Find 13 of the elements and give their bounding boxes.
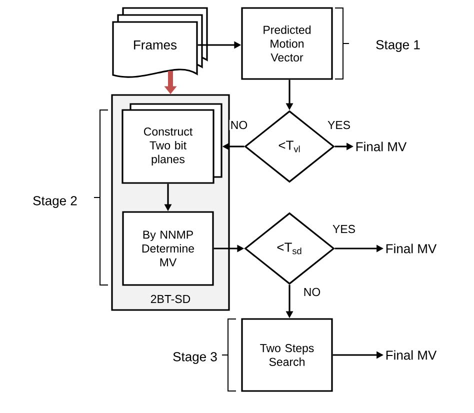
process-box: Construct Two bit planes — [122, 103, 222, 184]
result-text: Final MV — [386, 244, 437, 254]
stage-label: Stage 3 — [173, 352, 217, 364]
document-stack: Frames — [112, 7, 208, 78]
result-text: Final MV — [386, 350, 437, 360]
process-box: By NNMP Determine MV — [122, 211, 214, 286]
stage-label: Stage 2 — [33, 196, 77, 208]
stage-label: Stage 1 — [376, 40, 420, 52]
edge-label: NO — [229, 120, 249, 130]
process-box: Two Steps Search — [241, 318, 333, 392]
process-box: Predicted Motion Vector — [241, 7, 333, 80]
edge-label: NO — [302, 286, 322, 298]
result-text: Final MV — [356, 142, 407, 152]
